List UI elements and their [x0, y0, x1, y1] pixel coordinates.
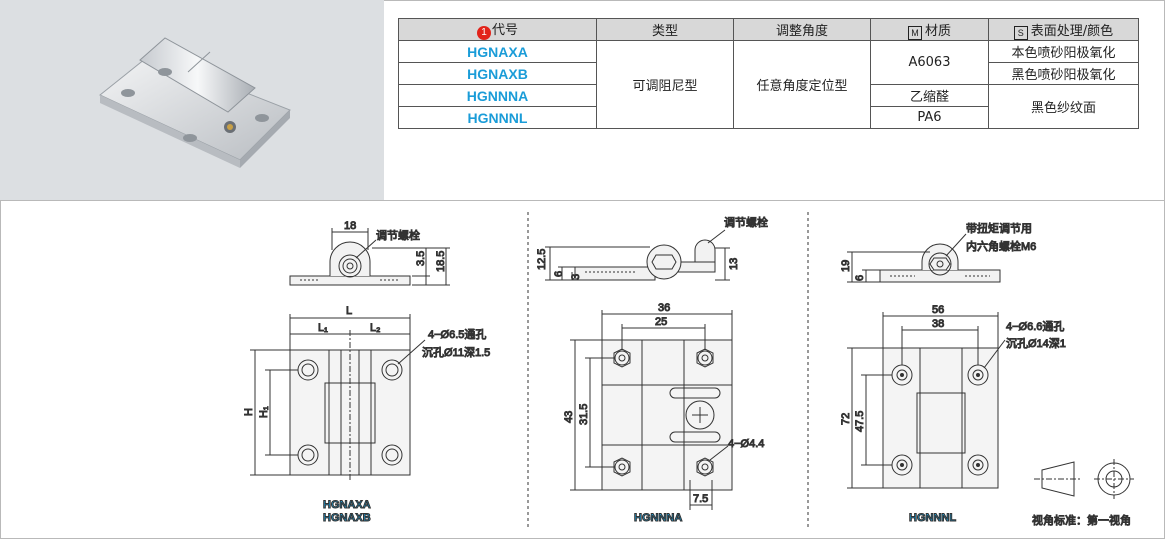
middle-dim-36: 36	[658, 302, 670, 314]
code-mark-icon: 1	[476, 26, 491, 40]
header-surface-label: 表面处理/颜色	[1030, 23, 1114, 39]
middle-dim-3: 3	[570, 274, 582, 280]
middle-caption: HGNNNA	[634, 512, 682, 524]
right-dim-56: 56	[932, 304, 944, 316]
right-caption: HGNNNL	[909, 512, 956, 524]
left-side-view	[289, 228, 450, 286]
right-hole-note-2: 沉孔Ø14深1	[1006, 337, 1066, 350]
right-dim-19: 19	[840, 260, 852, 272]
surface-mark-icon: S	[1013, 25, 1028, 40]
right-dim-72: 72	[840, 413, 852, 425]
section-divider	[0, 200, 1165, 201]
surface-cell: 黑色喷砂阳极氧化	[988, 62, 1139, 85]
right-dim-47-5: 47.5	[854, 411, 866, 432]
header-material-label: 材质	[924, 23, 951, 39]
middle-adjust-bolt-label: 调节螺栓	[724, 215, 768, 229]
left-caption-1: HGNAXA	[323, 499, 371, 511]
middle-dim-6: 6	[553, 271, 565, 277]
angle-cell: 任意角度定位型	[733, 40, 871, 129]
right-torque-note-1: 带扭矩调节用	[966, 221, 1032, 235]
projection-note: 视角标准：第一视角	[1032, 513, 1131, 527]
surface-cell: 黑色纱纹面	[988, 84, 1139, 129]
right-side-view	[847, 233, 1001, 283]
table-row: HGNAXB 黑色喷砂阳极氧化	[398, 62, 1139, 85]
middle-dim-31-5: 31.5	[578, 404, 590, 425]
material-cell: A6063	[870, 40, 989, 85]
header-code-label: 代号	[491, 23, 518, 38]
first-angle-projection-icon	[1034, 459, 1134, 499]
right-torque-note-2: 内六角螺栓M6	[966, 239, 1036, 253]
material-mark-icon: M	[907, 25, 922, 40]
left-dim-L2: L₂	[370, 322, 380, 334]
left-dim-L: L	[346, 305, 352, 317]
code-cell: HGNNNL	[398, 106, 597, 129]
left-front-view	[250, 314, 426, 480]
middle-front-view	[570, 310, 733, 510]
header-type: 类型	[596, 18, 734, 41]
middle-dim-13: 13	[728, 258, 740, 270]
middle-dim-12-5: 12.5	[536, 249, 548, 270]
left-dim-3-5: 3.5	[415, 251, 427, 266]
table-row: HGNNNA 乙缩醛 黑色纱纹面	[398, 84, 1139, 129]
middle-side-view	[545, 229, 730, 281]
left-dim-18-5: 18.5	[435, 251, 447, 272]
right-hole-note-1: 4−Ø6.6通孔	[1006, 320, 1064, 333]
left-dim-H1: H₁	[258, 406, 270, 418]
left-hole-note-1: 4−Ø6.5通孔	[428, 328, 486, 341]
type-cell: 可调阻尼型	[596, 40, 734, 129]
left-adjust-bolt-label: 调节螺栓	[376, 228, 420, 242]
table-row: HGNAXA 可调阻尼型 任意角度定位型 A6063 本色喷砂阳极氧化	[398, 40, 1139, 129]
right-dim-6: 6	[854, 275, 866, 281]
left-dim-18: 18	[344, 220, 356, 232]
left-dim-L1: L₁	[318, 322, 328, 334]
middle-dim-43: 43	[563, 411, 575, 423]
product-photo	[0, 0, 384, 200]
middle-hole-note: 4−Ø4.4	[728, 438, 764, 450]
material-cell: 乙缩醛	[870, 84, 989, 107]
material-cell: PA6	[870, 106, 989, 129]
middle-dim-7-5: 7.5	[693, 493, 708, 505]
left-hole-note-2: 沉孔Ø11深1.5	[422, 346, 490, 359]
middle-dim-25: 25	[655, 316, 667, 328]
hinge-photo-illustration	[99, 37, 291, 168]
left-dim-H: H	[243, 408, 255, 416]
right-dim-38: 38	[932, 318, 944, 330]
table-row: HGNNNL PA6	[398, 106, 1139, 129]
right-front-view	[847, 312, 1006, 489]
left-caption-2: HGNAXB	[323, 512, 371, 524]
